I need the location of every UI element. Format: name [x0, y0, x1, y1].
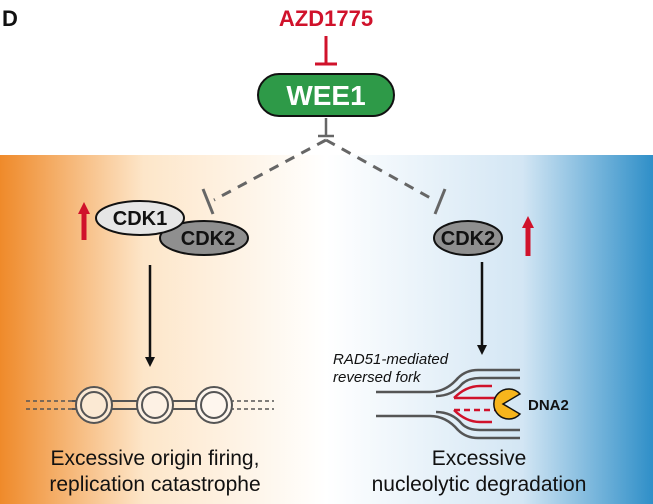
cdk2-right-node: CDK2 — [433, 220, 503, 256]
drug-label: AZD1775 — [279, 6, 373, 31]
inhibition-connector-icon — [318, 118, 334, 138]
panel-label: D — [2, 6, 18, 31]
inhibition-bar-left-icon — [201, 188, 215, 215]
wee1-node: WEE1 — [257, 73, 395, 117]
left-outcome-line-1: Excessive origin firing, — [51, 447, 260, 470]
reversed-fork-icon — [376, 368, 520, 440]
cdk2-left-node: CDK2 — [159, 220, 249, 256]
cdk1-node: CDK1 — [95, 200, 185, 236]
cdk2-left-label: CDK2 — [181, 228, 235, 250]
cdk1-label: CDK1 — [113, 208, 167, 230]
dna2-nuclease-icon — [493, 388, 522, 420]
inhibition-bar-right-icon — [433, 188, 447, 215]
dna2-label: DNA2 — [528, 397, 569, 414]
cdk2-right-label: CDK2 — [441, 228, 495, 250]
left-outcome-line-2: replication catastrophe — [49, 473, 260, 496]
inhibition-bar-icon — [315, 36, 337, 66]
fork-label-line-2: reversed fork — [333, 369, 422, 386]
right-outcome-line-2: nucleolytic degradation — [372, 473, 587, 496]
dashed-inhibition-right — [325, 138, 435, 202]
wee1-label: WEE1 — [286, 80, 365, 111]
replication-bubbles-icon — [26, 386, 274, 424]
dashed-inhibition-left — [213, 138, 327, 202]
fork-label-line-1: RAD51-mediated — [333, 351, 449, 368]
right-outcome-line-1: Excessive — [432, 447, 527, 470]
